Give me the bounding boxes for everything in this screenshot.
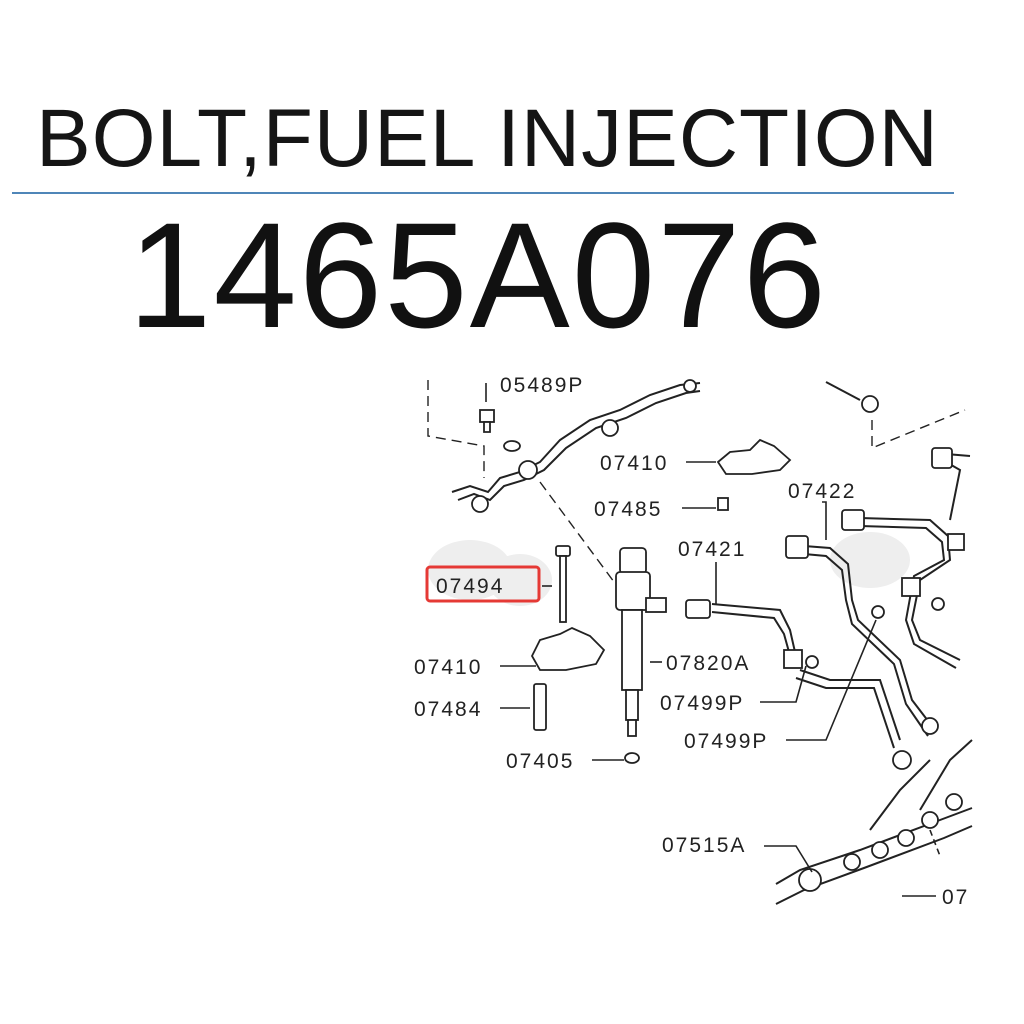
retaining-clip: [451, 379, 701, 513]
callout-07421: 07421: [678, 538, 746, 561]
common-rail: [775, 739, 973, 905]
callout-07405: 07405: [506, 750, 574, 773]
fuel-injector: [615, 547, 667, 737]
callout-05489p: 05489P: [500, 374, 584, 397]
reference-dashes: [427, 380, 966, 591]
highlight-box: [425, 565, 541, 603]
high-pressure-pipes: [685, 447, 971, 770]
callout-07410-top: 07410: [600, 452, 668, 475]
callout-07410-bottom: 07410: [414, 656, 482, 679]
callout-07494: 07494: [436, 575, 504, 598]
injector-clamps: [530, 438, 792, 671]
callout-07422: 07422: [788, 480, 856, 503]
leader-lines: [500, 461, 936, 897]
callout-07820a: 07820A: [666, 652, 750, 675]
fuel-injection-bolt: [555, 545, 571, 623]
title-divider: [12, 192, 954, 194]
part-title: BOLT,FUEL INJECTION: [36, 93, 939, 184]
return-line-connector: [825, 381, 879, 413]
part-number: 1465A076: [128, 191, 829, 359]
small-parts: [533, 497, 729, 764]
callout-07499p-2: 07499P: [684, 730, 768, 753]
callout-07485: 07485: [594, 498, 662, 521]
callout-07515a: 07515A: [662, 834, 746, 857]
callout-07499p-1: 07499P: [660, 692, 744, 715]
callout-07-cut: 07: [942, 886, 969, 909]
callout-07484: 07484: [414, 698, 482, 721]
